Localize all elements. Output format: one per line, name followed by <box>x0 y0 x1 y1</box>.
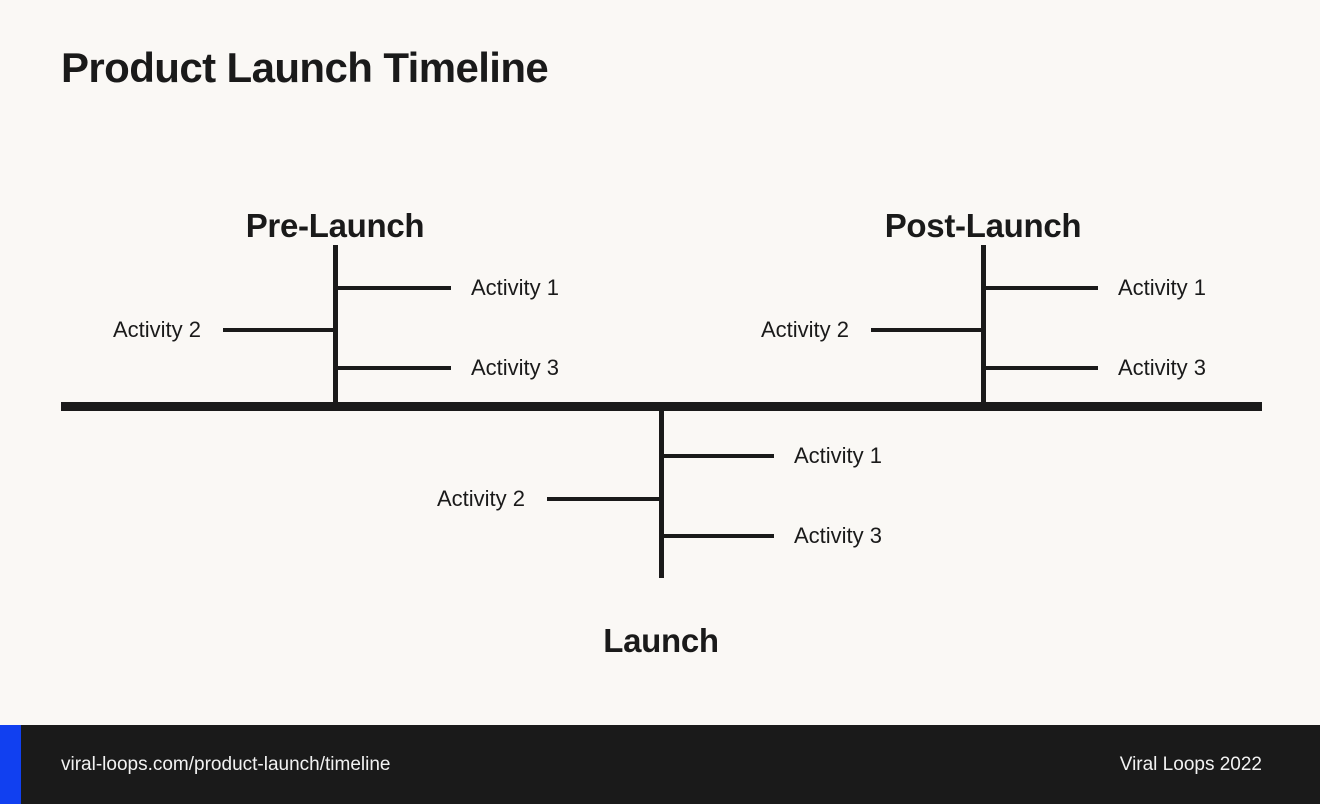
branch-pre-launch-2: Activity 2 <box>0 313 335 347</box>
phase-stem-post-launch <box>981 245 986 406</box>
branch-post-launch-3: Activity 3 <box>983 351 1206 385</box>
branch-launch-1: Activity 1 <box>661 439 882 473</box>
phase-heading-pre-launch: Pre-Launch <box>245 207 425 244</box>
branch-connector-line <box>547 497 661 501</box>
phase-heading-launch: Launch <box>603 622 719 659</box>
footer-url[interactable]: viral-loops.com/product-launch/timeline <box>61 753 391 775</box>
branch-connector-line <box>223 328 335 332</box>
main-timeline-axis <box>61 402 1262 411</box>
branch-connector-line <box>983 366 1098 370</box>
branch-post-launch-2: Activity 2 <box>0 313 983 347</box>
phase-heading-post-launch: Post-Launch <box>884 207 1082 244</box>
branch-pre-launch-1: Activity 1 <box>335 271 559 305</box>
footer-brand: Viral Loops 2022 <box>1119 753 1262 775</box>
branch-label: Activity 1 <box>1118 275 1207 300</box>
branch-label: Activity 3 <box>794 523 883 548</box>
branch-post-launch-1: Activity 1 <box>983 271 1206 305</box>
footer-accent-stripe <box>0 725 21 804</box>
branch-connector-line <box>661 454 774 458</box>
footer-bar: viral-loops.com/product-launch/timeline … <box>0 725 1320 804</box>
branch-launch-3: Activity 3 <box>661 519 882 553</box>
branch-label: Activity 2 <box>436 486 525 511</box>
page-title: Product Launch Timeline <box>61 44 549 91</box>
branch-label: Activity 2 <box>112 317 201 342</box>
branch-label: Activity 3 <box>471 355 560 380</box>
phase-stem-launch <box>659 410 664 578</box>
branch-connector-line <box>661 534 774 538</box>
phase-stem-pre-launch <box>333 245 338 406</box>
branch-label: Activity 1 <box>471 275 560 300</box>
branch-connector-line <box>335 366 451 370</box>
branch-connector-line <box>871 328 983 332</box>
branch-connector-line <box>983 286 1098 290</box>
branch-label: Activity 3 <box>1118 355 1207 380</box>
branch-label: Activity 2 <box>760 317 849 342</box>
branch-pre-launch-3: Activity 3 <box>335 351 559 385</box>
branch-launch-2: Activity 2 <box>0 482 661 516</box>
branch-label: Activity 1 <box>794 443 883 468</box>
branch-connector-line <box>335 286 451 290</box>
